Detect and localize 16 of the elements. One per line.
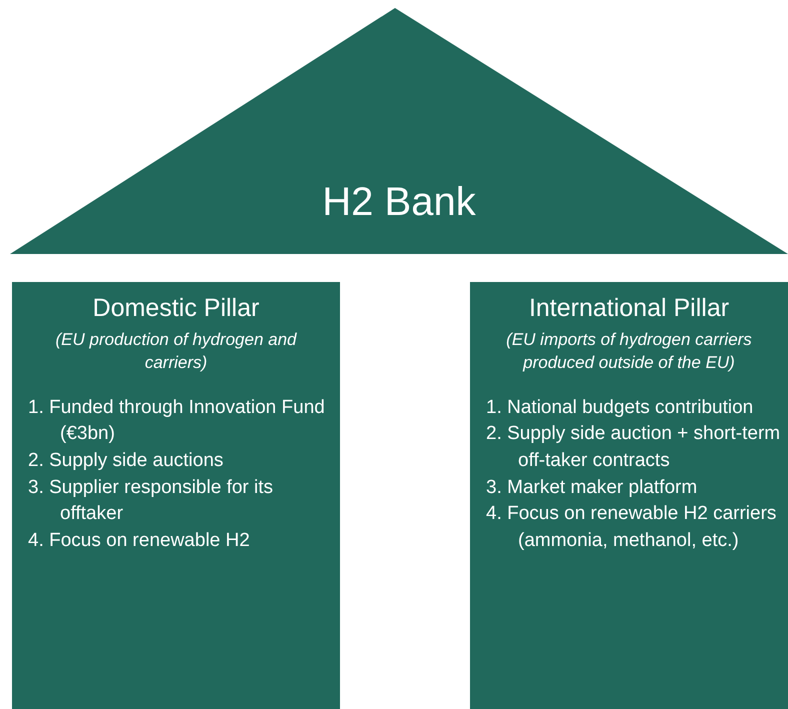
pillar-box — [12, 282, 340, 709]
roof-triangle — [10, 8, 788, 254]
pillar-box — [470, 282, 788, 709]
list-item: 2. Supply side auctions — [27, 449, 224, 474]
list-item: 1. National budgets contribution — [485, 396, 754, 420]
roof-title: H2 Bank — [321, 180, 477, 225]
list-item: 3. Market maker platform — [485, 476, 698, 500]
list-item: 3. Supplier responsible for its offtaker — [27, 476, 274, 526]
list-item: 4. Focus on renewable H2 — [27, 528, 251, 553]
list-item: 2. Supply side auction + short-term off-taker contracts — [485, 422, 782, 474]
pillar-heading: International Pillar — [528, 294, 730, 323]
pillar-subtitle: (EU production of hydrogen and carriers) — [54, 329, 298, 374]
pillar-subtitle: (EU imports of hydrogen carriers produced outside of the EU) — [505, 329, 753, 374]
list-item: 1. Funded through Innovation Fund (€3bn) — [27, 396, 326, 446]
list-item: 4. Focus on renewable H2 carriers (ammonia, methanol, etc.) — [485, 502, 778, 553]
pillar-heading: Domestic Pillar — [92, 294, 260, 323]
